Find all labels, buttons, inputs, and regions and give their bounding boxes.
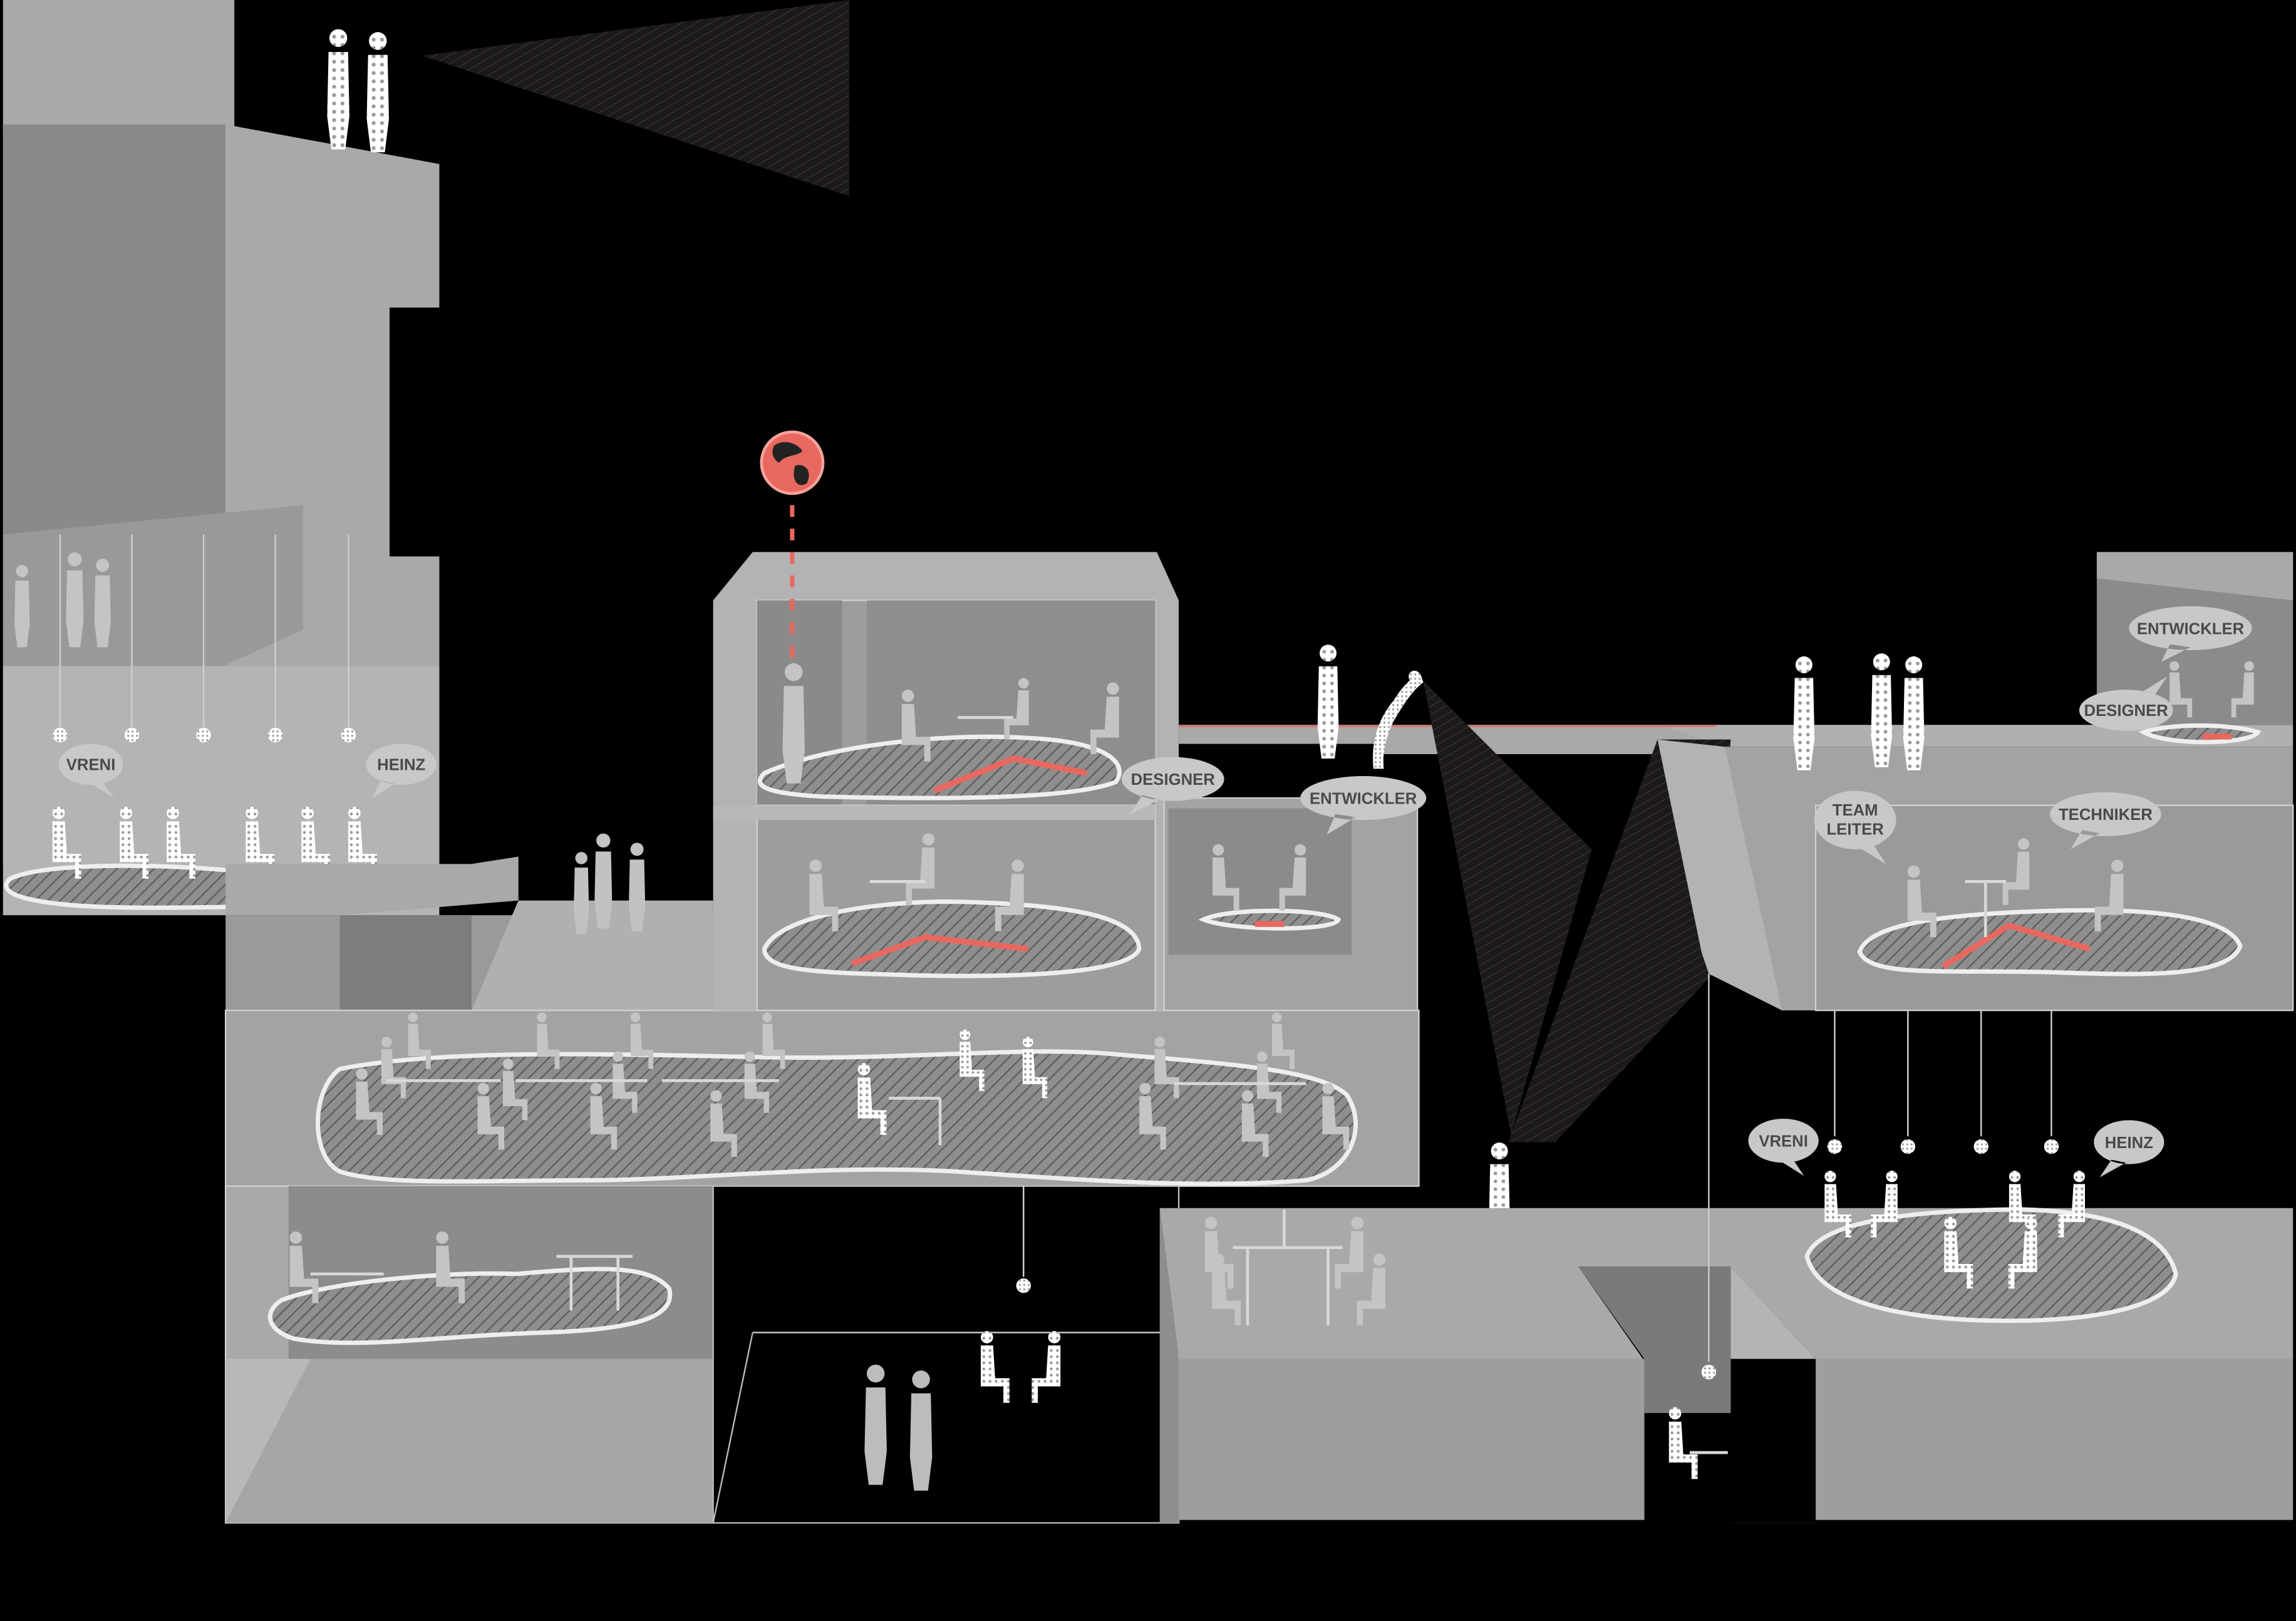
label-team-leiter-line1: TEAM <box>1833 802 1878 819</box>
label-heinz-right: HEINZ <box>2105 1134 2153 1152</box>
tower-desks <box>869 716 1013 883</box>
label-team-leiter-line2: LEITER <box>1826 821 1884 839</box>
label-designer-mid: DESIGNER <box>1131 771 1216 789</box>
right-lamp-cords <box>1834 1010 2052 1137</box>
right-lower-desks <box>1233 1209 1343 1325</box>
speech-bubble-vreni-left: VRENI <box>58 743 123 799</box>
dark-room <box>712 1185 1180 1524</box>
speech-bubble-entwickler-right: ENTWICKLER <box>2129 606 2252 662</box>
right-upper-desks <box>1965 880 2006 938</box>
left-lamp-cords <box>59 534 349 728</box>
beam-projectors <box>1373 670 1510 1256</box>
zone-right-corner <box>2138 723 2262 745</box>
right-connection-lines <box>1941 733 2232 969</box>
label-entwickler-mid: ENTWICKLER <box>1310 790 1417 807</box>
label-techniker: TECHNIKER <box>2059 806 2153 824</box>
label-entwickler-right: ENTWICKLER <box>2137 620 2245 638</box>
zone-right-lounge <box>1804 1207 2178 1323</box>
zone-small-meeting <box>1198 908 1341 931</box>
speech-bubble-team-leiter: TEAM LEITER <box>1814 790 1896 864</box>
lower-left-desks <box>310 1255 633 1311</box>
speech-bubble-heinz-left: HEINZ <box>366 743 437 799</box>
rooftop-viewers <box>327 0 850 197</box>
speech-bubble-entwickler-mid: ENTWICKLER <box>1300 776 1427 835</box>
label-designer-right: DESIGNER <box>2084 702 2169 720</box>
speech-bubble-heinz-right: HEINZ <box>2094 1120 2164 1178</box>
terrace-people <box>574 833 646 935</box>
pendant-lamp-icon <box>1827 1139 2059 1154</box>
tower-connection-lines <box>851 755 1285 966</box>
zone-open-plan <box>316 1049 1358 1186</box>
speech-bubble-designer-right: DESIGNER <box>2079 676 2173 731</box>
projection-beam-icon <box>1423 681 1592 1135</box>
pendant-lamp-icon <box>53 727 356 743</box>
globe-icon <box>760 430 825 495</box>
bridge-people <box>1317 645 1339 759</box>
speech-bubble-vreni-right: VRENI <box>1748 1119 1819 1176</box>
speech-bubble-designer-mid: DESIGNER <box>1121 757 1224 814</box>
label-vreni-right: VRENI <box>1759 1133 1808 1151</box>
projection-beam-icon <box>1508 739 1731 1142</box>
pendant-lamp-icon <box>1701 1364 1717 1380</box>
open-plan-desks <box>386 1079 1306 1146</box>
label-vreni-left: VRENI <box>66 757 116 774</box>
projection-beam-icon <box>421 0 850 197</box>
pendant-lamp-icon <box>1016 1278 1031 1293</box>
label-heinz-left: HEINZ <box>377 757 425 774</box>
speech-bubble-techniker: TECHNIKER <box>2050 792 2161 849</box>
